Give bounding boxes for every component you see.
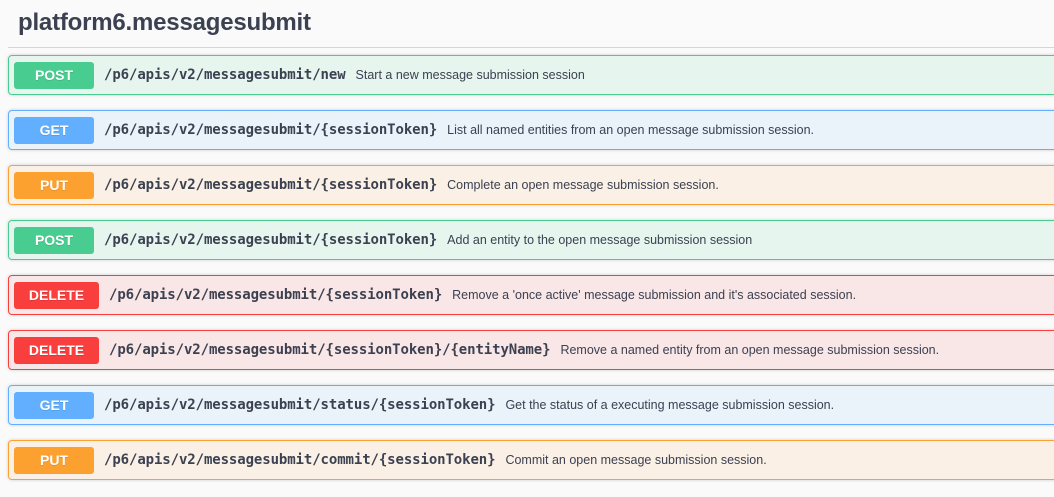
method-badge: POST	[14, 226, 94, 254]
method-badge: POST	[14, 61, 94, 89]
operation-delete-entityname[interactable]: DELETE /p6/apis/v2/messagesubmit/{sessio…	[8, 330, 1054, 370]
method-badge: DELETE	[14, 336, 99, 364]
operation-summary: List all named entities from an open mes…	[447, 123, 815, 137]
operation-path: /p6/apis/v2/messagesubmit/{sessionToken}	[109, 287, 443, 303]
operation-summary: Start a new message submission session	[355, 68, 585, 82]
operation-path: /p6/apis/v2/messagesubmit/new	[104, 67, 346, 83]
operation-path: /p6/apis/v2/messagesubmit/status/{sessio…	[104, 397, 496, 413]
operation-path: /p6/apis/v2/messagesubmit/{sessionToken}…	[109, 342, 551, 358]
section-title: platform6.messagesubmit	[18, 9, 311, 36]
operation-path: /p6/apis/v2/messagesubmit/{sessionToken}	[104, 122, 438, 138]
operation-put-commit[interactable]: PUT /p6/apis/v2/messagesubmit/commit/{se…	[8, 440, 1054, 480]
method-badge: DELETE	[14, 281, 99, 309]
operation-path: /p6/apis/v2/messagesubmit/{sessionToken}	[104, 177, 438, 193]
operation-post-messagesubmit-new[interactable]: POST /p6/apis/v2/messagesubmit/new Start…	[8, 55, 1054, 95]
operation-summary: Complete an open message submission sess…	[447, 178, 719, 192]
operation-put-sessiontoken[interactable]: PUT /p6/apis/v2/messagesubmit/{sessionTo…	[8, 165, 1054, 205]
section-header[interactable]: platform6.messagesubmit	[8, 0, 1054, 48]
operation-summary: Commit an open message submission sessio…	[505, 453, 767, 467]
operation-summary: Remove a named entity from an open messa…	[560, 343, 940, 357]
operation-path: /p6/apis/v2/messagesubmit/{sessionToken}	[104, 232, 438, 248]
method-badge: PUT	[14, 171, 94, 199]
operation-summary: Get the status of a executing message su…	[505, 398, 835, 412]
method-badge: GET	[14, 391, 94, 419]
operation-get-status[interactable]: GET /p6/apis/v2/messagesubmit/status/{se…	[8, 385, 1054, 425]
method-badge: GET	[14, 116, 94, 144]
operations-list: POST /p6/apis/v2/messagesubmit/new Start…	[8, 55, 1054, 495]
operation-get-sessiontoken[interactable]: GET /p6/apis/v2/messagesubmit/{sessionTo…	[8, 110, 1054, 150]
operation-summary: Remove a 'once active' message submissio…	[452, 288, 857, 302]
operation-post-sessiontoken[interactable]: POST /p6/apis/v2/messagesubmit/{sessionT…	[8, 220, 1054, 260]
operation-summary: Add an entity to the open message submis…	[447, 233, 753, 247]
operation-path: /p6/apis/v2/messagesubmit/commit/{sessio…	[104, 452, 496, 468]
method-badge: PUT	[14, 446, 94, 474]
operation-delete-sessiontoken[interactable]: DELETE /p6/apis/v2/messagesubmit/{sessio…	[8, 275, 1054, 315]
